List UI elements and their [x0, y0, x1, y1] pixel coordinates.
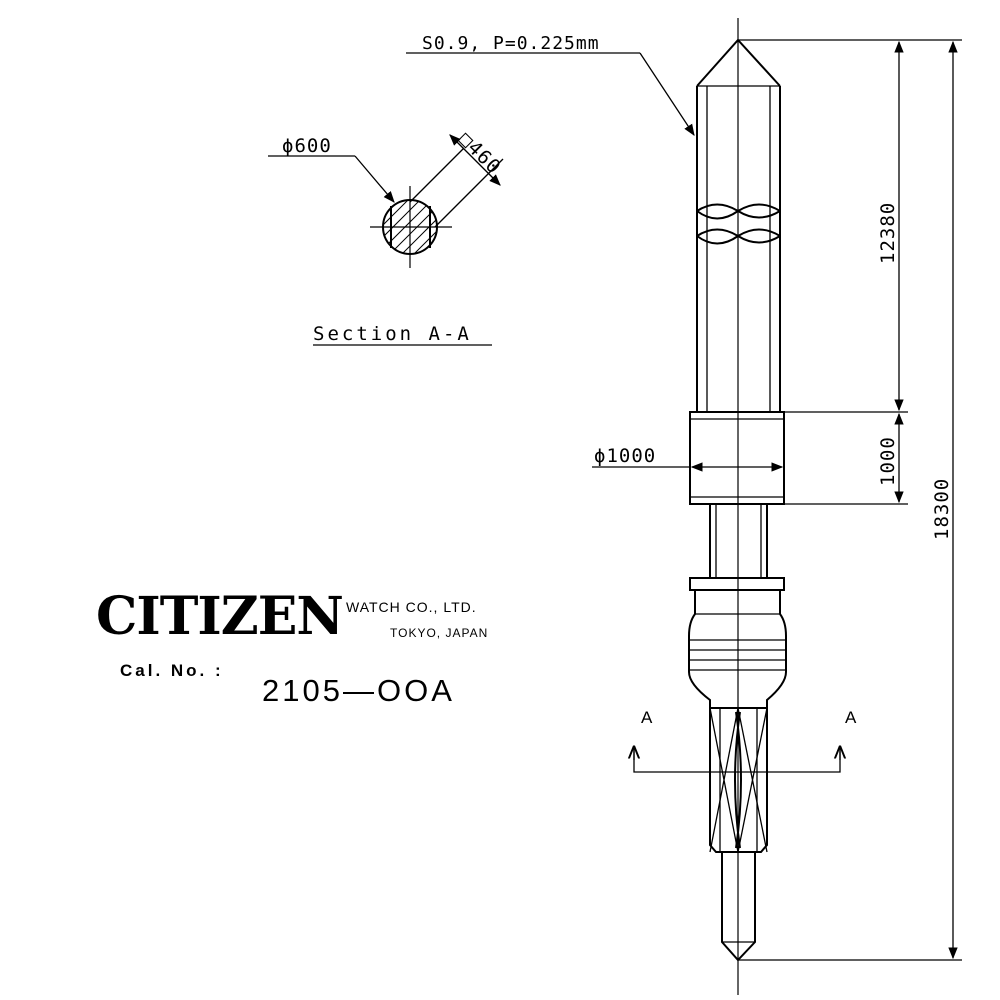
- diameter-leader: [354, 155, 395, 203]
- thread-note-text: S0.9, P=0.225mm: [422, 33, 600, 54]
- pin-drawing: A A: [634, 18, 857, 995]
- section-diameter-label: ϕ600: [282, 135, 332, 157]
- collar-diameter-dim: ϕ1000: [592, 445, 784, 472]
- section-view: ϕ600 □460 Section A-A: [268, 128, 505, 346]
- thread-note-leader: [639, 52, 695, 136]
- pin-flange: [689, 577, 785, 591]
- section-mark-right: A: [845, 708, 857, 727]
- square-dim-line: [449, 134, 501, 186]
- section-square-label: □460: [454, 128, 505, 179]
- pin-collar: [689, 411, 785, 505]
- section-title: Section A-A: [313, 323, 472, 345]
- dimensions-right: 12380 1000 18300: [738, 39, 962, 961]
- section-hatch: [383, 200, 437, 254]
- dim-collar-length: 1000: [877, 436, 899, 486]
- thread-note: S0.9, P=0.225mm: [406, 33, 695, 136]
- section-cut-line: [633, 750, 841, 773]
- break-line-lower: [696, 228, 781, 245]
- pin-square-x-pattern: [709, 707, 768, 853]
- section-mark-left: A: [641, 708, 653, 727]
- cal-number: 2105—OOA: [262, 673, 455, 708]
- dim-upper-length: 12380: [877, 202, 899, 264]
- title-block: CITIZEN WATCH CO., LTD. TOKYO, JAPAN Cal…: [96, 586, 488, 708]
- company-name: WATCH CO., LTD.: [346, 599, 477, 615]
- company-location: TOKYO, JAPAN: [390, 626, 488, 640]
- cal-label: Cal. No. :: [120, 661, 224, 680]
- dim-total-length: 18300: [931, 478, 953, 540]
- pin-square-center-curve: [734, 711, 742, 849]
- collar-diameter-label: ϕ1000: [594, 445, 656, 467]
- break-line-upper: [696, 203, 781, 220]
- square-ext-line-top: [409, 147, 465, 203]
- brand-logo: CITIZEN: [96, 586, 343, 647]
